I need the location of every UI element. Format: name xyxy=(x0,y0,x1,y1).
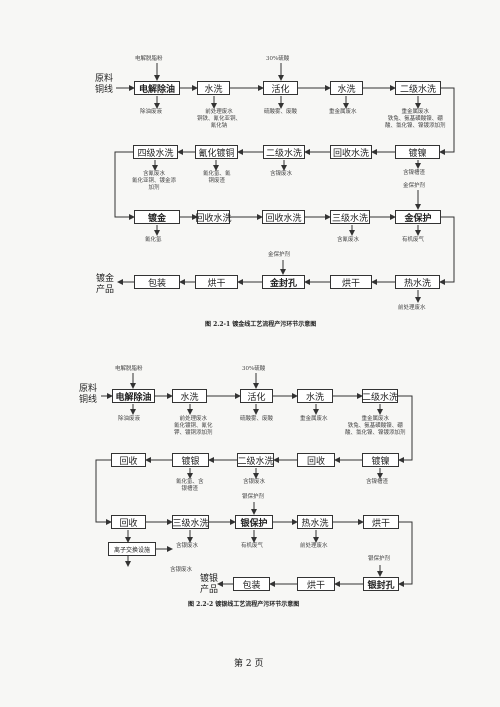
step-two-stage-wash: 二级水洗 xyxy=(395,81,441,95)
step-activation: 活化 xyxy=(263,81,298,95)
step-gold-protection: 金保护 xyxy=(395,210,441,224)
step-drying: 烘干 xyxy=(330,275,372,289)
step-drying: 烘干 xyxy=(195,275,238,289)
figure-caption: 图 2.2-1 镀金线工艺流程产污环节示意图 xyxy=(205,321,317,328)
figure-caption: 图 2.2-2 镀银线工艺流程产污环节示意图 xyxy=(188,601,300,608)
pollutant-note: 重金属废水 xyxy=(300,416,328,422)
pollutant-note: 重金属废水 xyxy=(329,109,357,115)
step-packaging: 包装 xyxy=(134,275,180,289)
step-water-wash: 水洗 xyxy=(197,81,230,95)
pollutant-note: 前处理废水 铜铁、氰化亚铜、 氰化钠 xyxy=(197,109,242,129)
step-hot-water-wash: 热水洗 xyxy=(395,275,440,289)
input-note: 金保护剂 xyxy=(268,252,291,258)
input-note: 银保护剂 xyxy=(242,494,265,500)
pollutant-note: 氰化氢 xyxy=(145,237,162,243)
pollutant-note: 重金属废水 铁兔、氨基磺酸镍、硼 酸、氯化镍、镍镀添加剂 xyxy=(345,416,406,436)
step-nickel-plating: 镀镍 xyxy=(395,145,440,159)
pollutant-note: 含氰废水 xyxy=(337,237,360,243)
step-silver-plating: 镀银 xyxy=(172,453,209,467)
pollutant-note: 硫酸雾、废酸 xyxy=(264,109,298,115)
step-recovery: 回收 xyxy=(111,453,146,467)
step-drying: 烘干 xyxy=(297,577,335,591)
pollutant-note: 除油废液 xyxy=(140,109,163,115)
input-sulfuric-acid: 30%硫酸 xyxy=(266,56,290,62)
pollutant-note: 前处理废水 xyxy=(300,543,328,549)
pollutant-note: 含银废水 xyxy=(176,543,199,549)
pollutant-note: 含银废水 xyxy=(243,479,266,485)
input-degreaser: 电解脱脂粉 xyxy=(115,366,143,372)
pollutant-note: 前处理废水 xyxy=(398,305,426,311)
input-sulfuric-acid: 30%硫酸 xyxy=(242,366,266,372)
step-recovery-wash: 回收水洗 xyxy=(196,210,232,224)
step-silver-sealing: 银封孔 xyxy=(363,577,399,591)
input-note: 银保护剂 xyxy=(368,556,391,562)
step-recovery-wash: 回收水洗 xyxy=(330,145,372,159)
step-three-stage-wash: 三级水洗 xyxy=(330,210,370,224)
pollutant-note: 含镍废水 xyxy=(270,171,293,177)
step-electrolytic-degreasing: 电解除油 xyxy=(134,81,180,95)
step-drying: 烘干 xyxy=(363,515,399,529)
step-water-wash: 水洗 xyxy=(172,389,207,403)
step-electrolytic-degreasing: 电解除油 xyxy=(112,389,155,403)
pollutant-note: 除油废液 xyxy=(118,416,141,422)
step-packaging: 包装 xyxy=(233,577,270,591)
step-three-stage-wash: 三级水洗 xyxy=(172,515,209,529)
pollutant-note: 含氰废水 氰化亚铜、镀金添 加剂 xyxy=(132,171,177,191)
source-label: 原料 铜线 xyxy=(78,384,97,405)
page-number: 第 2 页 xyxy=(234,659,264,669)
pollutant-note: 重金属废水 铁兔、氨基磺酸镍、硼 酸、氯化镍、镍镀添加剂 xyxy=(385,109,446,129)
pollutant-note: 有机废气 xyxy=(402,237,425,243)
ion-exchange-facility: 离子交换设施 xyxy=(108,542,156,556)
pollutant-note: 氰化氢、含 银槽渣 xyxy=(176,479,204,492)
step-nickel-plating: 镀镍 xyxy=(362,453,399,467)
input-note: 金保护剂 xyxy=(403,183,426,189)
step-gold-sealing: 金封孔 xyxy=(262,275,305,289)
pollutant-note: 含镍槽渣 xyxy=(403,170,426,176)
source-label: 原料 铜线 xyxy=(94,74,113,95)
product-label: 镀金 产品 xyxy=(95,274,114,295)
step-activation: 活化 xyxy=(240,389,273,403)
pollutant-note: 硫酸雾、废酸 xyxy=(240,416,274,422)
pollutant-note: 前处理废水 氰化镀铜、氰化 钾、镀铜添加剂 xyxy=(174,416,213,436)
step-gold-plating: 镀金 xyxy=(134,210,180,224)
step-hot-water-wash: 热水洗 xyxy=(297,515,333,529)
pollutant-note: 含银废水 xyxy=(170,567,193,573)
step-two-stage-wash: 二级水洗 xyxy=(362,389,398,403)
step-two-stage-wash: 二级水洗 xyxy=(237,453,274,467)
input-degreaser: 电解脱脂粉 xyxy=(135,56,163,62)
pollutant-note: 有机废气 xyxy=(241,543,264,549)
step-recovery: 回收 xyxy=(297,453,335,467)
step-water-wash: 水洗 xyxy=(297,389,333,403)
step-four-stage-wash: 四级水洗 xyxy=(133,145,178,159)
step-cyanide-copper: 氰化镀铜 xyxy=(195,145,238,159)
step-recovery: 回收 xyxy=(111,515,146,529)
step-silver-protection: 银保护 xyxy=(235,515,273,529)
step-water-wash: 水洗 xyxy=(330,81,363,95)
pollutant-note: 氰化氢、氰 铜废渣 xyxy=(203,171,231,184)
pollutant-note: 含镍槽渣 xyxy=(366,479,389,485)
step-recovery-wash: 回收水洗 xyxy=(262,210,305,224)
step-two-stage-wash: 二级水洗 xyxy=(263,145,305,159)
product-label: 镀银 产品 xyxy=(199,574,218,595)
